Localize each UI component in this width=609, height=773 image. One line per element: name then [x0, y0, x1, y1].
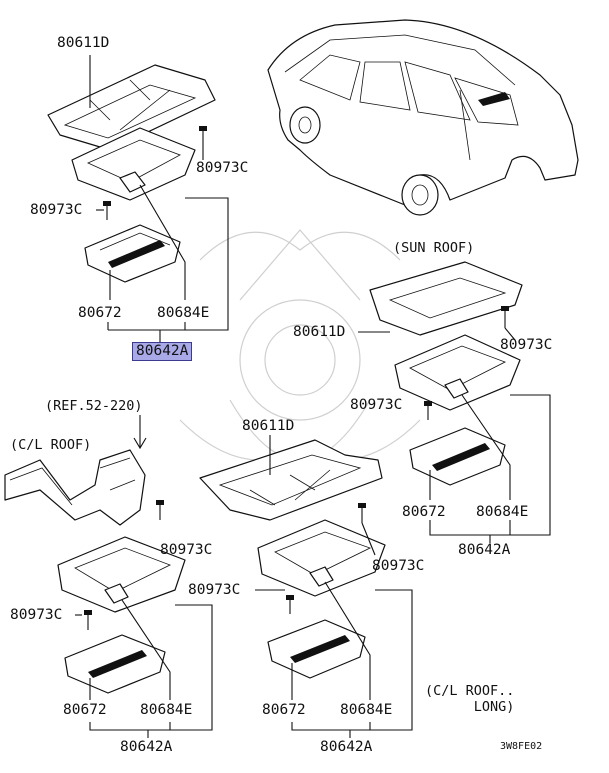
assembly-d: [199, 435, 413, 738]
label-80973c-c1[interactable]: 80973C: [160, 542, 213, 558]
roof-area-marker: [478, 92, 510, 106]
label-80684e-a[interactable]: 80684E: [157, 305, 210, 321]
label-80973c-a1[interactable]: 80973C: [196, 160, 249, 176]
lens-pattern: [88, 650, 147, 678]
sun-roof-title: (SUN ROOF): [393, 240, 475, 256]
label-80642a-c[interactable]: 80642A: [120, 739, 173, 755]
label-80684e-b[interactable]: 80684E: [476, 504, 529, 520]
label-80973c-c2[interactable]: 80973C: [10, 607, 63, 623]
diagram-code: 3W8FE02: [500, 741, 543, 752]
label-80642a-b[interactable]: 80642A: [458, 542, 511, 558]
lens-pattern: [290, 635, 350, 663]
ref-note: (REF.52-220): [45, 398, 143, 414]
watermark-emblem: [179, 229, 421, 461]
label-80672-b[interactable]: 80672: [402, 504, 446, 520]
cl-roof-long-title: (C/L ROOF.. LONG): [425, 683, 515, 715]
label-80672-c[interactable]: 80672: [63, 702, 107, 718]
label-80642a-highlighted[interactable]: 80642A: [132, 342, 193, 361]
label-80973c-b2[interactable]: 80973C: [350, 397, 403, 413]
label-80642a-d[interactable]: 80642A: [320, 739, 373, 755]
label-80973c-d2[interactable]: 80973C: [188, 582, 241, 598]
label-80973c-d1[interactable]: 80973C: [372, 558, 425, 574]
label-80684e-c[interactable]: 80684E: [140, 702, 193, 718]
cl-roof-title: (C/L ROOF): [10, 437, 92, 453]
assembly-b: [358, 261, 551, 543]
label-80672-a[interactable]: 80672: [78, 305, 122, 321]
lens-pattern: [108, 240, 165, 268]
lens-pattern: [432, 443, 490, 471]
vehicle-illustration: [267, 19, 579, 216]
label-80684e-d[interactable]: 80684E: [340, 702, 393, 718]
label-80611d-d[interactable]: 80611D: [242, 418, 295, 434]
label-80973c-a2[interactable]: 80973C: [30, 202, 83, 218]
label-80672-d[interactable]: 80672: [262, 702, 306, 718]
label-80611d-top[interactable]: 80611D: [57, 35, 110, 51]
label-80611d-b[interactable]: 80611D: [293, 324, 346, 340]
assembly-c: [4, 415, 213, 738]
label-80973c-b1[interactable]: 80973C: [500, 337, 553, 353]
assembly-a: [47, 55, 229, 342]
